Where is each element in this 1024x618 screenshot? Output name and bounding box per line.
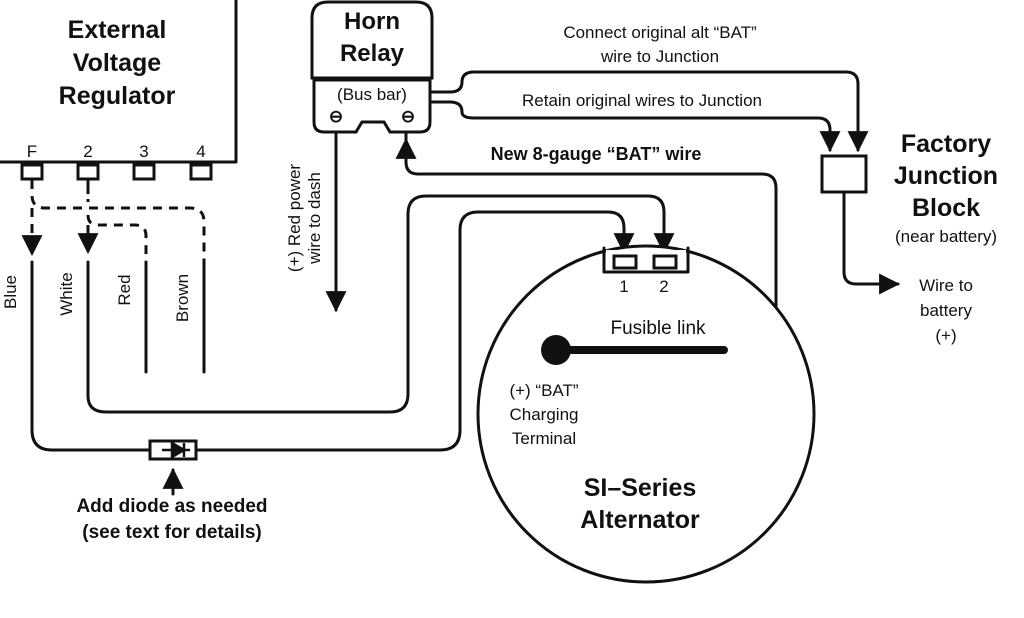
voltage-regulator: External Voltage Regulator F 2 3 4	[0, 0, 238, 181]
horn-relay-title-line2: Relay	[340, 40, 405, 67]
alt-terminal-1	[612, 254, 638, 270]
wire-label-red: Red	[115, 274, 134, 305]
junction-note: (near battery)	[895, 227, 997, 246]
regulator-outline	[0, 0, 238, 164]
retain-wires	[430, 100, 841, 153]
junction-title-line1: Factory	[901, 130, 991, 158]
original-bat-wire	[430, 70, 869, 153]
battery-wire	[842, 190, 901, 295]
alt-terminal-label-2: 2	[659, 277, 668, 296]
junction-title-line3: Block	[912, 194, 980, 222]
wire-label-brown: Brown	[173, 274, 192, 322]
terminal-2	[76, 163, 100, 181]
bus-bar-label: (Bus bar)	[337, 85, 407, 104]
horn-relay-body	[310, 0, 434, 80]
alternator-body	[476, 244, 816, 584]
junction-title-line2: Junction	[894, 162, 998, 190]
white-wire-to-terminal-2	[86, 194, 675, 414]
horn-relay: Horn Relay (Bus bar) ⊖ ⊖	[310, 0, 434, 134]
junction-block	[820, 154, 868, 194]
terminal-label-f: F	[27, 142, 37, 161]
alt-terminal-label-1: 1	[619, 277, 628, 296]
bat-terminal-post	[541, 335, 571, 365]
diode	[148, 439, 198, 496]
diode-symbol-icon	[162, 440, 190, 460]
diode-note-line2: (see text for details)	[82, 522, 262, 543]
bat-label-line1: (+) “BAT”	[509, 381, 578, 400]
terminal-label-4: 4	[196, 142, 205, 161]
retain-note: Retain original wires to Junction	[522, 91, 762, 110]
terminal-4	[189, 163, 213, 181]
terminal-label-3: 3	[139, 142, 148, 161]
alternator-name-line1: SI–Series	[584, 474, 697, 502]
dashed-wire-red	[86, 214, 148, 262]
connect-note-line2: wire to Junction	[600, 47, 719, 66]
regulator-title-line3: Regulator	[59, 82, 176, 110]
diode-wire-to-terminal-1	[194, 210, 635, 452]
terminal-housing	[602, 246, 690, 274]
alt-terminal-2	[652, 254, 678, 270]
diode-note-line1: Add diode as needed	[76, 496, 267, 517]
blue-wire-to-diode	[30, 260, 152, 452]
terminal-label-2: 2	[83, 142, 92, 161]
bat-label-line3: Terminal	[512, 429, 576, 448]
red-power-label-line2: wire to dash	[305, 172, 324, 265]
battery-label-line1: Wire to	[919, 276, 973, 295]
wire-label-blue: Blue	[1, 275, 20, 309]
battery-label-line2: battery	[920, 301, 972, 320]
alternator-name-line2: Alternator	[580, 506, 700, 534]
dashed-wire-blue-brown	[30, 180, 206, 262]
battery-label-line3: (+)	[935, 326, 956, 345]
horn-relay-title-line1: Horn	[344, 8, 400, 35]
connect-note-line1: Connect original alt “BAT”	[563, 23, 757, 42]
alternator: 1 2 Fusible link (+) “BAT” Charging Term…	[476, 244, 816, 584]
regulator-title-line1: External	[68, 16, 167, 44]
new-wire-note: New 8-gauge “BAT” wire	[491, 144, 702, 164]
terminal-3	[132, 163, 156, 181]
bus-bar-base	[312, 78, 432, 134]
wire-label-white: White	[57, 272, 76, 315]
bat-label-line2: Charging	[510, 405, 579, 424]
red-power-label-line1: (+) Red power	[285, 164, 304, 273]
regulator-title-line2: Voltage	[73, 49, 162, 77]
terminal-f	[20, 163, 44, 181]
relay-terminal-right-icon: ⊖	[401, 107, 415, 126]
relay-terminal-left-icon: ⊖	[329, 107, 343, 126]
fusible-link-label: Fusible link	[610, 318, 706, 339]
